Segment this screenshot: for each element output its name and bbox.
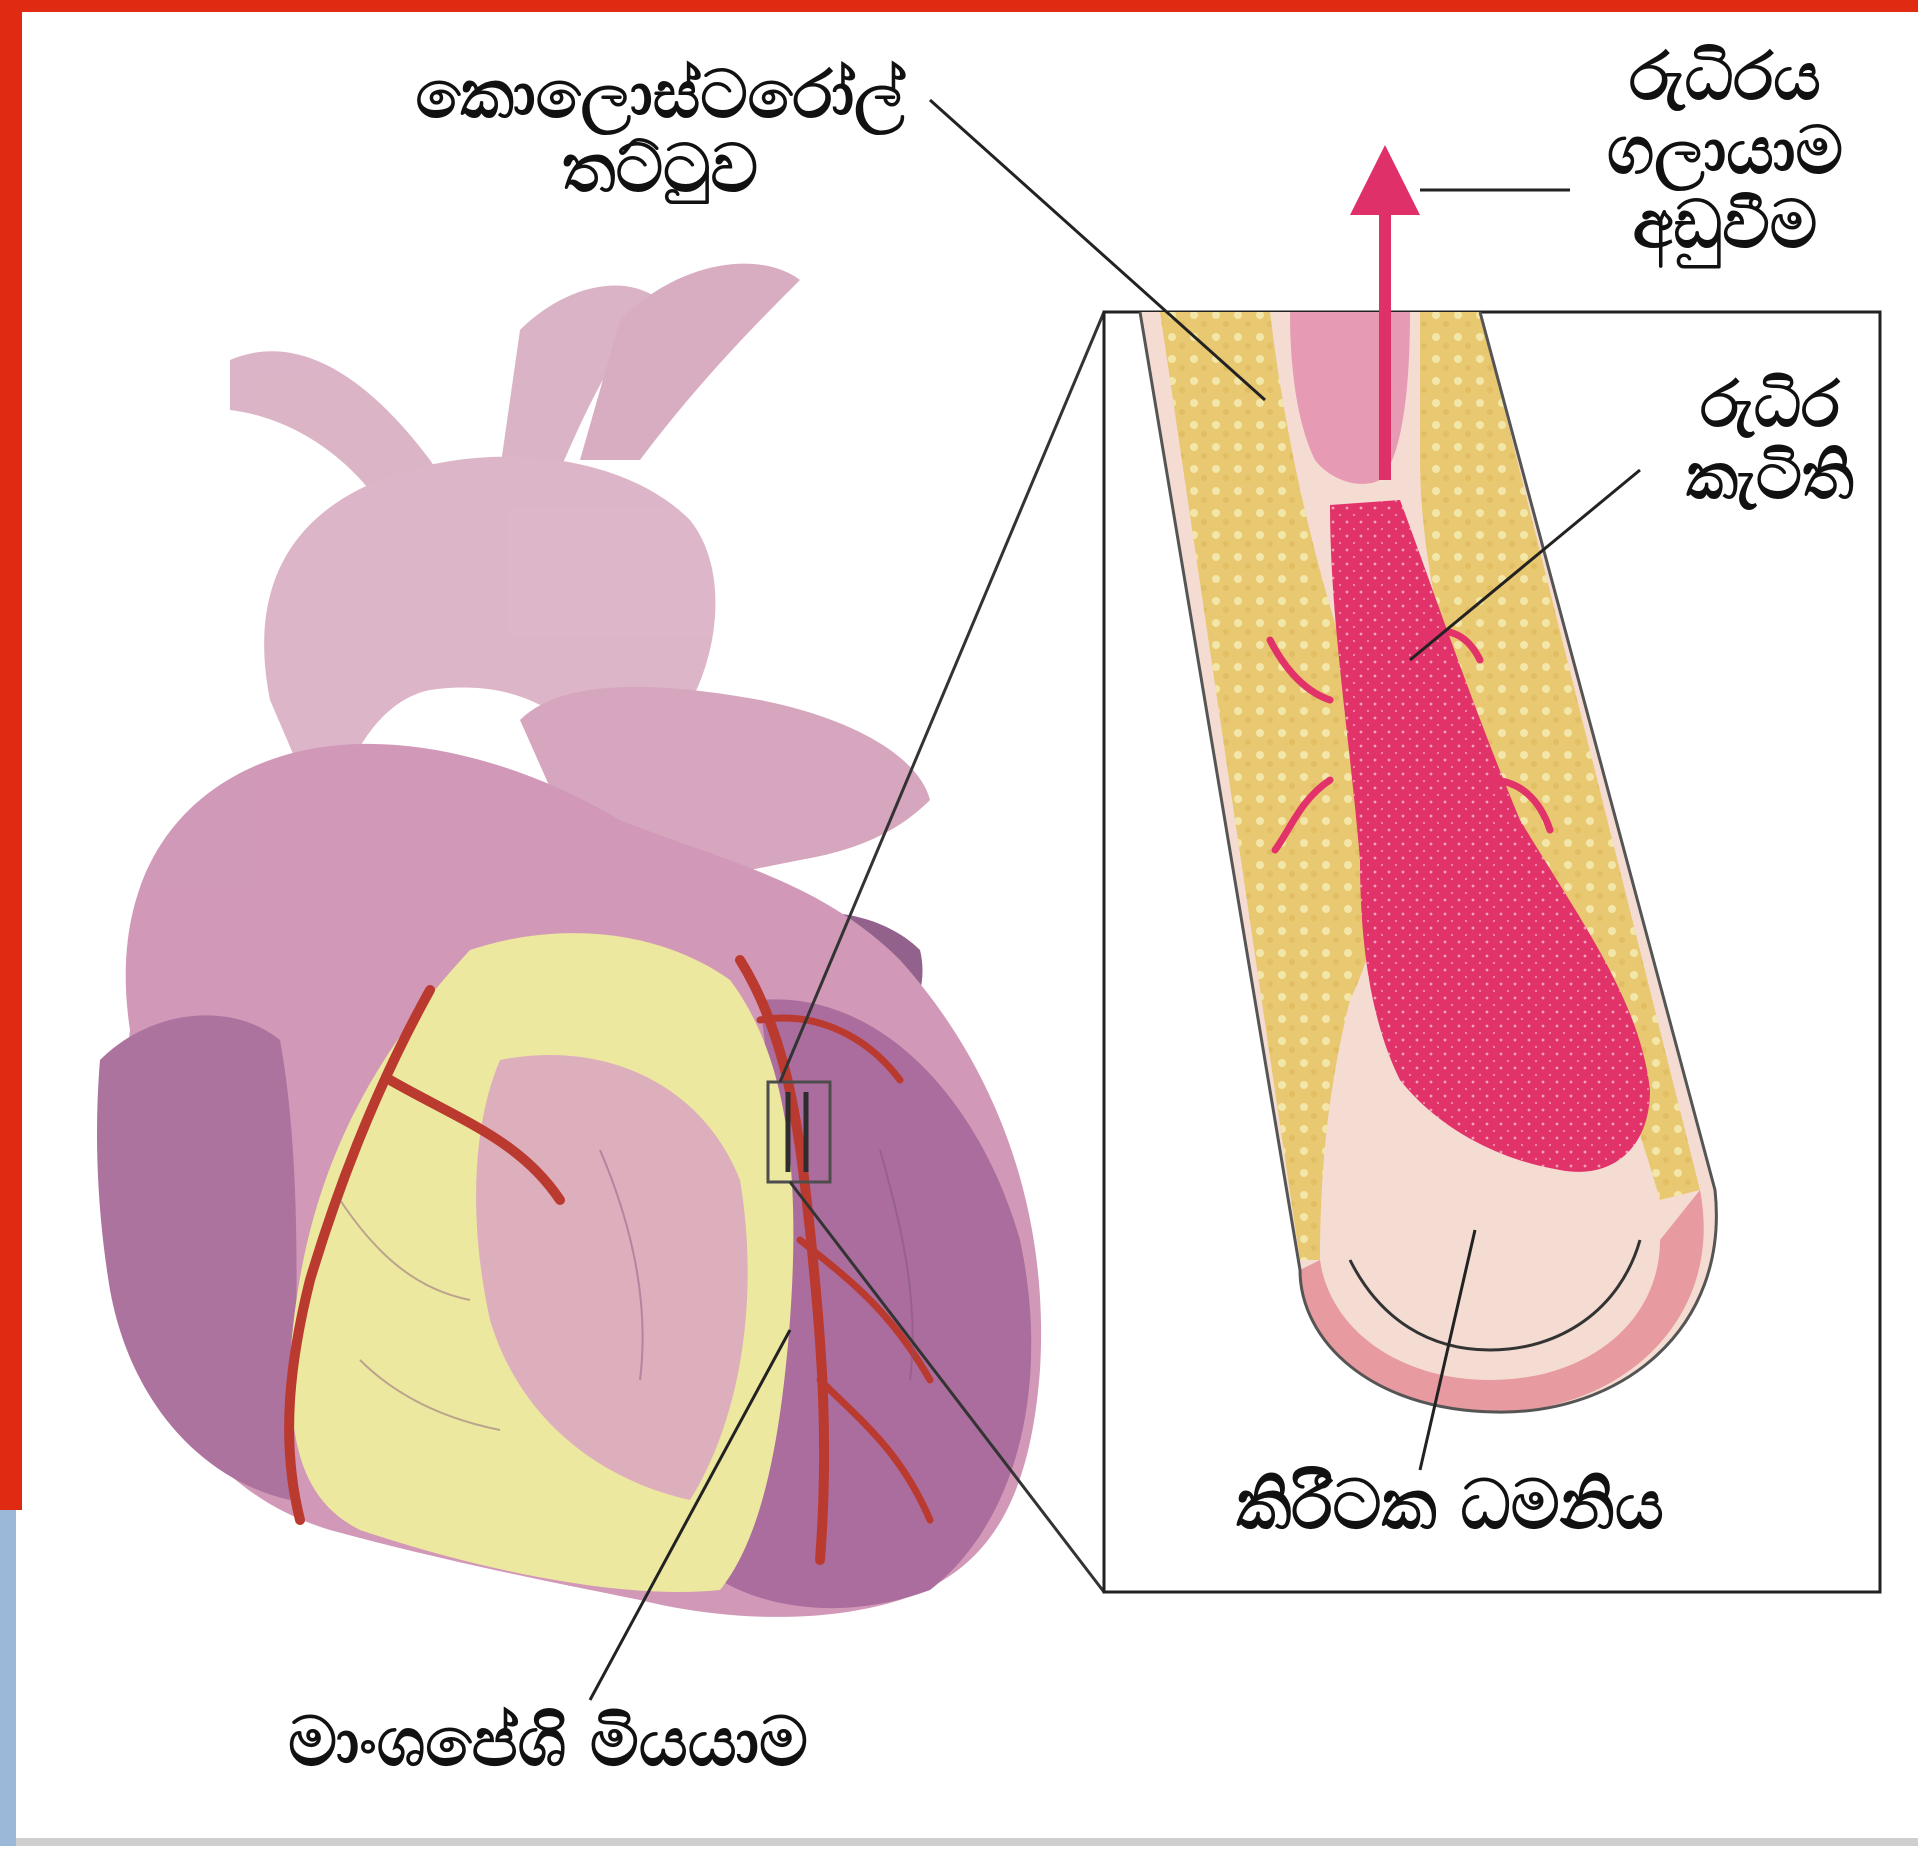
label-clot-line2: කැටිති [1640, 442, 1900, 514]
label-flow-line3: අඩුවීම [1560, 188, 1890, 262]
bottom-border [16, 1838, 1918, 1846]
red-frame-top [0, 0, 1918, 12]
label-cholesterol-layer: කොලොස්ටරෝල් තට්ටුව [370, 58, 950, 206]
label-reduced-blood-flow: රුධිරය ගලායාම අඩුවීම [1560, 40, 1890, 262]
red-frame-left [0, 0, 22, 1510]
label-coronary-artery: කිරීටක ධමනිය [1170, 1468, 1730, 1544]
label-cholesterol-line2: තට්ටුව [370, 132, 950, 206]
blue-side-strip [0, 1510, 16, 1846]
label-cholesterol-line1: කොලොස්ටරෝල් [370, 58, 950, 132]
label-blood-clot: රුධිර කැටිති [1640, 370, 1900, 513]
label-clot-line1: රුධිර [1640, 370, 1900, 442]
label-flow-line1: රුධිරය [1560, 40, 1890, 114]
label-flow-line2: ගලායාම [1560, 114, 1890, 188]
label-muscle-death: මාංශපේශි මියයාම [228, 1705, 868, 1781]
